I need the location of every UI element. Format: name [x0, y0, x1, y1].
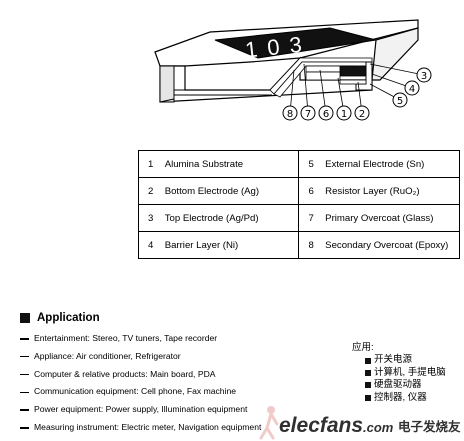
elecfans-watermark-logo: elecfans .com 电子发烧友 [259, 406, 461, 440]
callout-1: 1 [336, 105, 352, 121]
svg-text:2: 2 [359, 109, 365, 120]
legend-row: 3 Top Electrode (Ag/Pd) 7 Primary Overco… [137, 204, 461, 232]
svg-text:3: 3 [421, 71, 427, 82]
dash-bullet-icon [20, 391, 29, 394]
legend-label: External Electrode (Sn) [325, 150, 461, 178]
dash-bullet-icon [20, 338, 29, 340]
callout-2: 2 [354, 105, 370, 121]
list-item-text: Entertainment: Stereo, TV tuners, Tape r… [34, 333, 218, 343]
square-bullet-icon [365, 394, 371, 401]
watermark-suffix: .com [363, 420, 394, 435]
callout-5: 5 [392, 92, 408, 108]
list-item-text: Appliance: Air conditioner, Refrigerator [34, 350, 181, 361]
application-heading: Application [20, 310, 320, 326]
list-item: 开关电源 [352, 354, 446, 366]
list-item: 控制器, 仪器 [352, 392, 446, 404]
svg-text:4: 4 [409, 84, 415, 95]
watermark-cn: 电子发烧友 [398, 419, 461, 434]
chinese-applications: 应用: 开关电源 计算机, 手提电脑 硬盘驱动器 控制器, 仪器 [352, 342, 446, 404]
svg-text:1: 1 [341, 109, 347, 120]
legend-number: 3 [137, 204, 165, 232]
legend-label: Secondary Overcoat (Epoxy) [325, 231, 461, 259]
legend-number: 4 [137, 231, 165, 259]
legend-label: Top Electrode (Ag/Pd) [164, 204, 300, 232]
application-list: Entertainment: Stereo, TV tuners, Tape r… [20, 330, 320, 437]
legend-number: 1 [137, 150, 165, 178]
list-item: Entertainment: Stereo, TV tuners, Tape r… [20, 330, 320, 348]
legend-number: 5 [298, 150, 326, 178]
list-item-text: 开关电源 [374, 354, 413, 366]
callout-8: 8 [282, 105, 298, 121]
layer-top-electrode [339, 65, 367, 77]
legend-row: 2 Bottom Electrode (Ag) 6 Resistor Layer… [137, 177, 461, 205]
list-item-text: Communication equipment: Cell phone, Fax… [34, 386, 237, 397]
list-item: Power equipment: Power supply, Illuminat… [20, 401, 320, 419]
list-item: 计算机, 手提电脑 [352, 367, 446, 379]
legend-number: 7 [298, 204, 326, 232]
square-bullet-icon [365, 370, 371, 377]
square-bullet-icon [365, 382, 371, 389]
legend-row: 4 Barrier Layer (Ni) 8 Secondary Overcoa… [137, 231, 461, 259]
legend-label: Alumina Substrate [164, 150, 300, 178]
layer-legend-table: 1 Alumina Substrate 5 External Electrode… [137, 150, 461, 259]
dash-bullet-icon [20, 373, 29, 376]
list-item: Communication equipment: Cell phone, Fax… [20, 383, 320, 401]
list-item-text: 控制器, 仪器 [374, 391, 427, 403]
legend-row: 1 Alumina Substrate 5 External Electrode… [137, 150, 461, 178]
callout-3: 3 [416, 67, 432, 83]
legend-label: Barrier Layer (Ni) [164, 231, 300, 259]
list-item-text: Computer & relative products: Main board… [34, 368, 216, 379]
svg-text:5: 5 [397, 96, 403, 107]
callout-4: 4 [404, 80, 420, 96]
legend-label: Resistor Layer (RuO₂) [325, 177, 461, 205]
left-electrode [159, 65, 175, 103]
list-item: 硬盘驱动器 [352, 379, 446, 391]
list-item-text: Power equipment: Power supply, Illuminat… [34, 404, 248, 415]
callout-6: 6 [318, 105, 334, 121]
watermark-figure-icon [259, 406, 279, 440]
legend-number: 2 [137, 177, 165, 205]
layer-substrate [305, 71, 341, 81]
application-section: Application Entertainment: Stereo, TV tu… [20, 310, 320, 437]
legend-number: 6 [298, 177, 326, 205]
dash-bullet-icon [20, 355, 29, 358]
legend-label: Bottom Electrode (Ag) [164, 177, 300, 205]
square-bullet-icon [365, 357, 371, 364]
legend-label: Primary Overcoat (Glass) [325, 204, 461, 232]
dash-bullet-icon [20, 409, 29, 411]
chinese-applications-heading: 应用: [352, 342, 374, 353]
square-bullet-icon [20, 313, 30, 323]
list-item-text: Measuring instrument: Electric meter, Na… [34, 421, 262, 432]
list-item: Appliance: Air conditioner, Refrigerator [20, 348, 320, 366]
svg-text:7: 7 [305, 109, 311, 120]
callout-7: 7 [300, 105, 316, 121]
list-item-text: 计算机, 手提电脑 [374, 366, 446, 378]
dash-bullet-icon [20, 427, 29, 429]
watermark-site: elecfans [279, 414, 363, 437]
layer-bottom-electrode [339, 79, 367, 85]
svg-text:6: 6 [323, 109, 329, 120]
application-title: Application [37, 312, 100, 324]
legend-number: 8 [298, 231, 326, 259]
svg-text:8: 8 [287, 109, 293, 120]
list-item: Computer & relative products: Main board… [20, 366, 320, 384]
chip-resistor-diagram: 103 8 7 6 1 2 [154, 19, 432, 121]
list-item-text: 硬盘驱动器 [374, 379, 422, 391]
list-item: Measuring instrument: Electric meter, Na… [20, 419, 320, 437]
